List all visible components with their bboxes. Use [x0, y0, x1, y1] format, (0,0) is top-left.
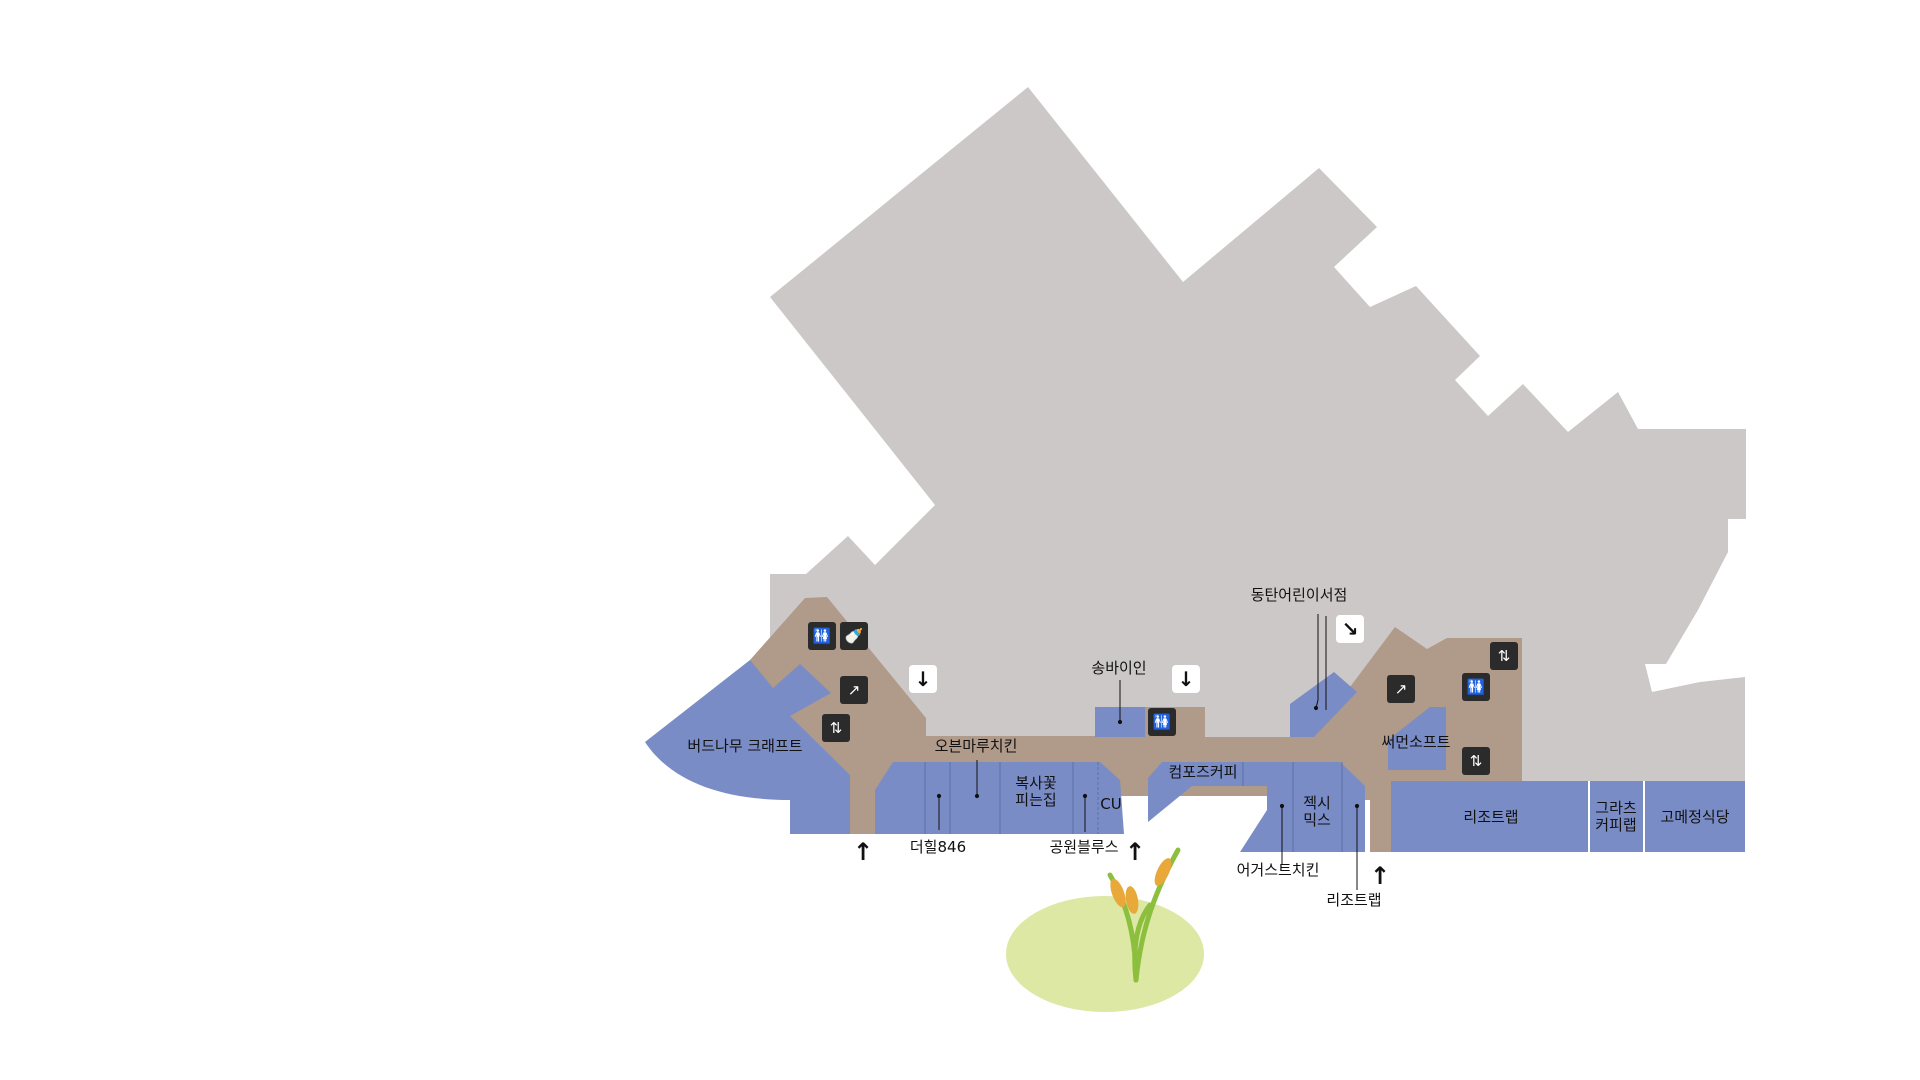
entrance-arrow-up-icon: ↑: [852, 838, 874, 866]
store-grats[interactable]: [1590, 781, 1643, 852]
restroom-icon[interactable]: 🚻: [1462, 673, 1490, 701]
elevator-icon[interactable]: ⇅: [1462, 747, 1490, 775]
label-resort-bottom: 리조트랩: [1326, 891, 1382, 909]
label-songbain: 송바이인: [1091, 659, 1147, 677]
building-area: [770, 87, 1746, 781]
entrance-arrow-up-icon: ↑: [1369, 862, 1391, 890]
elevator-icon[interactable]: ⇅: [1490, 642, 1518, 670]
nursing-room-icon[interactable]: 🍼: [840, 622, 868, 650]
store-budnamu[interactable]: [645, 660, 850, 834]
escalator-icon[interactable]: ↗: [1387, 675, 1415, 703]
label-gourmet: 고메정식당: [1660, 808, 1730, 826]
label-oven: 오븐마루치킨: [934, 737, 1018, 755]
store-summen[interactable]: [1388, 707, 1446, 770]
label-composz: 컴포즈커피: [1168, 763, 1238, 781]
restroom-icon[interactable]: 🚻: [808, 622, 836, 650]
store-dongtan[interactable]: [1290, 672, 1357, 737]
arrow-down-icon: ↓: [909, 665, 937, 693]
label-summen: 써먼소프트: [1381, 733, 1451, 751]
store-jaxi-block[interactable]: [1240, 762, 1365, 852]
label-dongtan: 동탄어린이서점: [1250, 586, 1348, 604]
label-budnamu: 버드나무 크래프트: [687, 737, 803, 755]
store-composz[interactable]: [1148, 762, 1267, 822]
store-gourmet[interactable]: [1645, 781, 1745, 852]
elevator-icon[interactable]: ⇅: [822, 714, 850, 742]
arrow-down-icon: ↓: [1172, 665, 1200, 693]
label-grats: 그라츠 커피랩: [1595, 799, 1637, 834]
label-dehill: 더힐846: [909, 838, 967, 856]
arrow-down-right-icon: ↘: [1336, 615, 1364, 643]
escalator-icon[interactable]: ↗: [840, 676, 868, 704]
label-bogsa: 복사꽃 피는집: [1015, 774, 1057, 809]
garden-area: [1006, 896, 1204, 1012]
label-resort-main: 리조트랩: [1463, 808, 1519, 826]
label-august: 어거스트치킨: [1236, 861, 1320, 879]
label-gongwon: 공원블루스: [1049, 838, 1119, 856]
label-jaxi: 젝시 믹스: [1303, 794, 1331, 829]
store-resort-main[interactable]: [1391, 781, 1588, 852]
entrance-arrow-up-icon: ↑: [1124, 838, 1146, 866]
label-cu: CU: [1100, 795, 1122, 813]
restroom-icon[interactable]: 🚻: [1148, 708, 1176, 736]
